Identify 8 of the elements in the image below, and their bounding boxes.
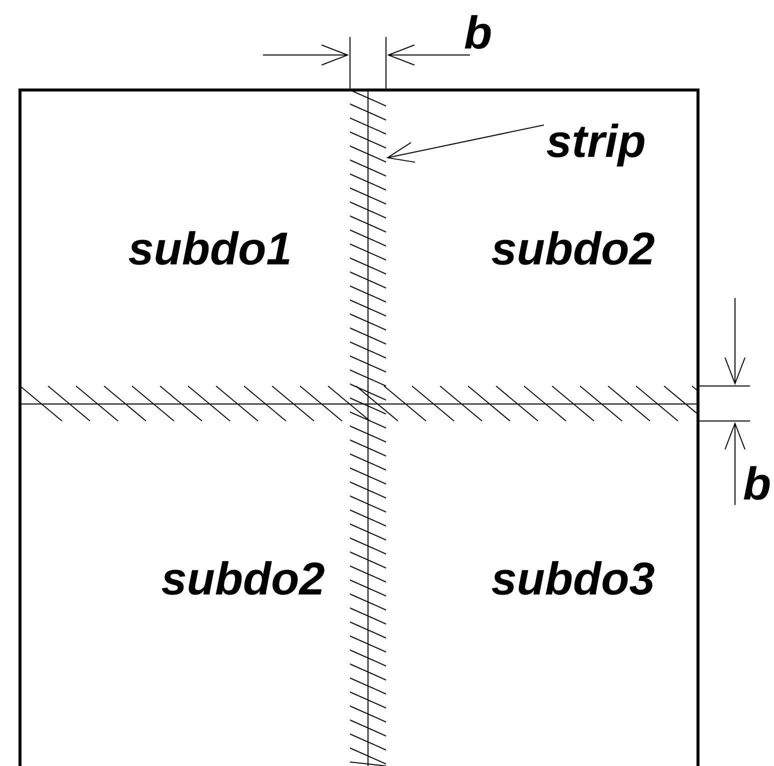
leader-line: [386, 124, 544, 163]
strip-label: strip: [546, 124, 644, 166]
region-label: subdo1: [128, 231, 290, 265]
hatched-strip: [350, 90, 386, 766]
dimension-label: b: [464, 15, 491, 49]
dimension-label: b: [744, 466, 770, 500]
region-label: subdo2: [492, 231, 654, 265]
region-label: subdo3: [492, 561, 654, 595]
